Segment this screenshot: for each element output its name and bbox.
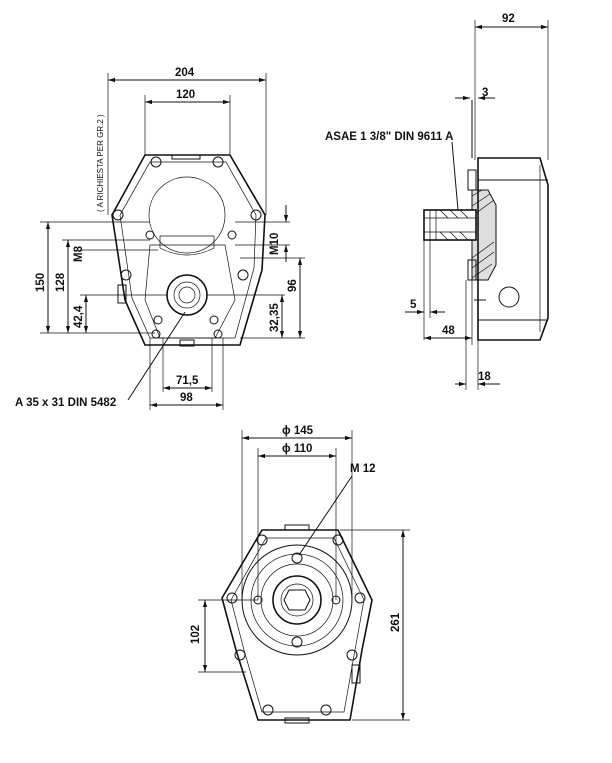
dim-150: 150 [35,273,47,292]
side-view [423,100,549,341]
dim-261: 261 [390,612,402,632]
dim-phi145: ϕ 145 [282,425,314,437]
dim-128: 128 [55,272,67,292]
label-asae: ASAE 1 3/8" DIN 9611 A [325,131,453,143]
rear-view-dimensions: ϕ 145 ϕ 110 M 12 102 261 [190,425,410,721]
dim-48: 48 [442,325,455,337]
note-a-richiesta: ( A RICHIESTA PER GR.2 ) [96,114,105,212]
dim-phi110: ϕ 110 [282,443,312,455]
dim-32-35: 32,35 [269,303,281,332]
dim-18: 18 [478,371,491,383]
dim-96: 96 [287,279,299,292]
front-view-dimensions: 204 120 ( A RICHIESTA PER GR.2 ) M8 M10 … [15,67,305,410]
label-m12: M 12 [350,463,376,475]
dim-102: 102 [190,625,202,644]
dim-204: 204 [175,67,195,79]
dim-m8: M8 [73,245,85,262]
side-view-dimensions: 92 3 ASAE 1 3/8" DIN 9611 A 5 48 18 [325,13,549,390]
dim-92: 92 [502,13,515,25]
dim-m10: M10 [269,233,281,255]
dim-71-5: 71,5 [176,375,199,387]
dim-5: 5 [410,299,417,311]
dim-98: 98 [180,392,193,404]
rear-view [221,524,373,724]
front-view [111,154,266,347]
dim-3: 3 [482,87,488,99]
label-spline: A 35 x 31 DIN 5482 [15,397,116,409]
dim-120: 120 [176,89,195,101]
dim-42-4: 42,4 [73,305,85,328]
